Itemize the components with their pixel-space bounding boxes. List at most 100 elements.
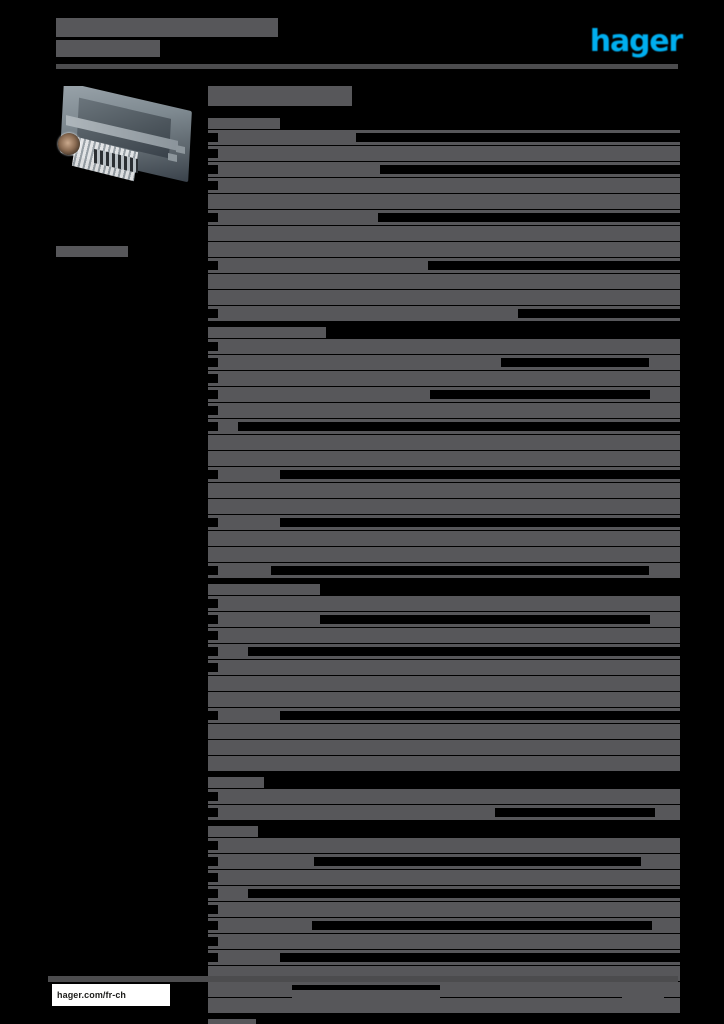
specification-title [208, 86, 352, 106]
spec-row [208, 258, 680, 273]
spec-section [208, 118, 724, 321]
spec-row-value [430, 390, 650, 399]
spec-section [208, 1019, 680, 1024]
spec-row-label [208, 873, 218, 882]
spec-section-heading [208, 584, 320, 595]
page-subtitle-line [56, 40, 160, 57]
spec-row-label [208, 599, 218, 608]
footer-url-box[interactable]: hager.com/fr-ch [52, 984, 170, 1006]
spec-row [208, 499, 680, 514]
spec-row [208, 708, 680, 723]
spec-rows [208, 339, 680, 578]
spec-section [208, 584, 680, 771]
spec-row-label [208, 921, 218, 930]
spec-row-label [208, 889, 218, 898]
spec-row-label [208, 631, 218, 640]
product-photo [56, 86, 196, 194]
spec-row-label [208, 953, 218, 962]
spec-row [208, 162, 724, 177]
spec-row-label [208, 470, 218, 479]
spec-row-label [208, 342, 218, 351]
spec-row-value [248, 889, 680, 898]
spec-row-value [271, 566, 649, 575]
spec-row [208, 194, 680, 209]
spec-row [208, 242, 680, 257]
spec-row [208, 724, 680, 739]
spec-row [208, 950, 680, 965]
specification-table [208, 86, 724, 1024]
header-divider [56, 64, 678, 69]
spec-row [208, 483, 680, 498]
spec-row [208, 596, 680, 611]
spec-section [208, 826, 680, 1013]
spec-section-heading [208, 1019, 256, 1024]
spec-row [208, 676, 680, 691]
spec-row-label [208, 309, 218, 318]
spec-row-label [208, 133, 218, 142]
spec-row [208, 306, 680, 321]
footer-center-text-top [292, 985, 440, 990]
spec-row [208, 515, 680, 530]
spec-row-label [208, 792, 218, 801]
spec-row [208, 210, 680, 225]
spec-row-label [208, 566, 218, 575]
spec-row-label [208, 165, 218, 174]
spec-row [208, 740, 680, 755]
spec-row [208, 403, 680, 418]
spec-row-label [208, 181, 218, 190]
spec-row-value [248, 647, 680, 656]
product-image-caption [56, 246, 128, 257]
spec-rows [208, 596, 680, 771]
spec-row [208, 644, 680, 659]
spec-row [208, 660, 680, 675]
spec-row [208, 371, 680, 386]
spec-row-label [208, 905, 218, 914]
spec-row [208, 274, 680, 289]
spec-row-label [208, 615, 218, 624]
spec-row-label [208, 422, 218, 431]
page-title-line-1 [56, 18, 278, 37]
spec-row-value [428, 261, 680, 270]
spec-row-value [280, 953, 680, 962]
spec-row-label [208, 358, 218, 367]
spec-row [208, 387, 680, 402]
spec-row [208, 902, 680, 917]
spec-row-value [518, 309, 680, 318]
spec-rows [208, 789, 680, 820]
spec-row-label [208, 711, 218, 720]
spec-rows [208, 838, 680, 1013]
spec-row-label [208, 663, 218, 672]
spec-row [208, 854, 680, 869]
spec-row-value [320, 615, 650, 624]
spec-row-label [208, 406, 218, 415]
spec-row-label [208, 213, 218, 222]
spec-row-label [208, 808, 218, 817]
spec-row-value [312, 921, 652, 930]
spec-row [208, 838, 680, 853]
spec-row [208, 467, 680, 482]
spec-row [208, 435, 680, 450]
spec-row [208, 531, 680, 546]
spec-row-value [495, 808, 655, 817]
spec-row-label [208, 937, 218, 946]
spec-row [208, 146, 680, 161]
spec-row [208, 628, 680, 643]
footer-url-text: hager.com/fr-ch [57, 990, 127, 1000]
spec-section-heading [208, 118, 280, 129]
spec-row [208, 805, 680, 820]
spec-row-value [356, 133, 724, 142]
specification-sections [208, 118, 724, 1024]
spec-row-value [280, 470, 680, 479]
spec-row-label [208, 390, 218, 399]
spec-row-label [208, 518, 218, 527]
spec-row [208, 612, 680, 627]
spec-row-value [380, 165, 724, 174]
spec-row [208, 756, 680, 771]
spec-row [208, 226, 680, 241]
hager-logo: hager [589, 24, 683, 59]
footer-page-number [622, 986, 664, 1002]
spec-rows [208, 130, 724, 321]
spec-row [208, 130, 724, 145]
spec-section-heading [208, 327, 326, 338]
